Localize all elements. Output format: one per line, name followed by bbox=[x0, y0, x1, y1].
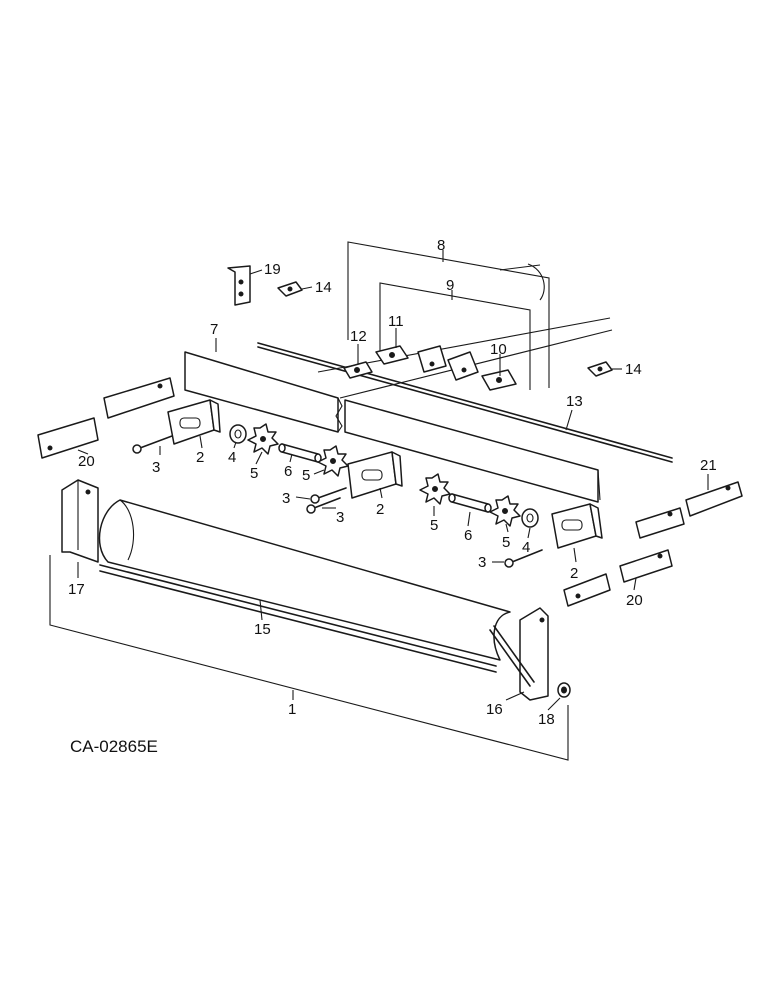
sprocket-5-a bbox=[247, 423, 279, 455]
sprocket-5-c bbox=[419, 473, 451, 505]
sprocket-5-b bbox=[317, 445, 349, 477]
strip-20-left-upper bbox=[103, 377, 175, 419]
bolt-3-left bbox=[132, 435, 173, 454]
bolt-3-mid-a bbox=[310, 487, 347, 504]
callout-2: 2 bbox=[196, 449, 204, 466]
bearing-bracket-2-left bbox=[167, 399, 221, 445]
callout-6: 6 bbox=[464, 527, 472, 544]
callout-5: 5 bbox=[430, 517, 438, 534]
callout-4: 4 bbox=[228, 449, 236, 466]
callout-18: 18 bbox=[538, 711, 555, 728]
bushing-4-right bbox=[521, 508, 539, 528]
callout-5: 5 bbox=[250, 465, 258, 482]
callout-12: 12 bbox=[350, 328, 367, 345]
callout-13: 13 bbox=[566, 393, 583, 410]
end-plate-17 bbox=[61, 479, 99, 563]
callout-3: 3 bbox=[152, 459, 160, 476]
strip-20-right-lower bbox=[563, 573, 611, 607]
clip-14-right bbox=[587, 361, 613, 377]
callout-2: 2 bbox=[376, 501, 384, 518]
assembly-8-bracket bbox=[347, 241, 550, 388]
bushing-4-left bbox=[229, 424, 247, 444]
callout-10: 10 bbox=[490, 341, 507, 358]
end-plate-16 bbox=[489, 607, 549, 701]
hanger-19 bbox=[227, 265, 251, 306]
callout-17: 17 bbox=[68, 581, 85, 598]
callout-9: 9 bbox=[446, 277, 454, 294]
bolt-3-mid-b bbox=[306, 497, 341, 514]
strip-20-left-lower bbox=[37, 417, 99, 459]
bearing-bracket-2-right bbox=[551, 503, 603, 549]
bolt-3-right bbox=[504, 549, 543, 568]
angle-brackets bbox=[417, 345, 479, 381]
assembly-1-bracket bbox=[49, 555, 569, 761]
clip-14-upper bbox=[277, 281, 303, 297]
callout-8: 8 bbox=[437, 237, 445, 254]
strip-20-right-upper bbox=[619, 549, 673, 583]
callout-19: 19 bbox=[264, 261, 281, 278]
roller-shield-15 bbox=[98, 499, 511, 673]
callout-14: 14 bbox=[625, 361, 642, 378]
callout-1: 1 bbox=[288, 701, 296, 718]
leader-lines bbox=[77, 269, 709, 711]
callout-2: 2 bbox=[570, 565, 578, 582]
callout-14: 14 bbox=[315, 279, 332, 296]
deflector-panel-7 bbox=[184, 351, 601, 503]
washer-18 bbox=[557, 682, 571, 698]
plate-11 bbox=[375, 345, 409, 365]
callout-20: 20 bbox=[626, 592, 643, 609]
callout-11: 11 bbox=[388, 313, 404, 330]
strip-right-upper bbox=[635, 507, 685, 539]
callout-3: 3 bbox=[282, 490, 290, 507]
strip-21 bbox=[685, 481, 743, 517]
callout-6: 6 bbox=[284, 463, 292, 480]
callout-21: 21 bbox=[700, 457, 717, 474]
callout-16: 16 bbox=[486, 701, 503, 718]
plate-12 bbox=[343, 361, 373, 379]
spacer-6-right bbox=[448, 493, 492, 513]
callout-3: 3 bbox=[336, 509, 344, 526]
callout-3: 3 bbox=[478, 554, 486, 571]
bearing-bracket-2-mid bbox=[347, 451, 403, 499]
callout-20: 20 bbox=[78, 453, 95, 470]
sprocket-5-d bbox=[489, 495, 521, 527]
shaft-13 bbox=[257, 342, 673, 463]
callout-5: 5 bbox=[502, 534, 510, 551]
spacer-6-left bbox=[278, 443, 322, 463]
callout-7: 7 bbox=[210, 321, 218, 338]
callout-5: 5 bbox=[302, 467, 310, 484]
callout-labels: 1 2 2 2 3 3 3 3 4 4 5 5 5 5 6 6 7 8 9 10… bbox=[68, 237, 717, 728]
drawing-code: CA-02865E bbox=[70, 737, 158, 756]
callout-15: 15 bbox=[254, 621, 271, 638]
callout-4: 4 bbox=[522, 539, 530, 556]
plate-10 bbox=[481, 369, 517, 391]
